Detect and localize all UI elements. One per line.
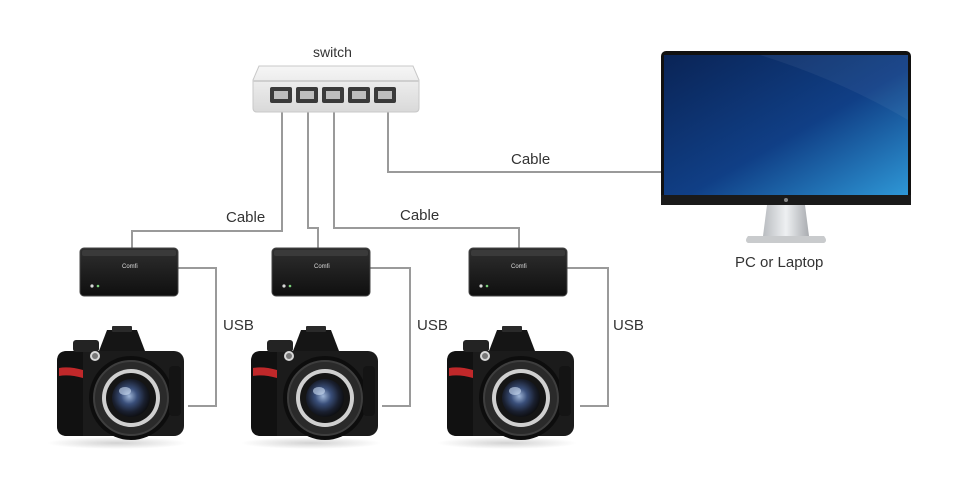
connection-lines: [131, 102, 663, 407]
usb-label-2: USB: [417, 317, 448, 334]
box-brand-1: Comfi: [122, 264, 138, 270]
cable-label-pc: Cable: [511, 151, 551, 168]
camera-2: [240, 325, 382, 450]
box-brand-2: Comfi: [314, 264, 330, 270]
cable-switch-to-box-2: [307, 102, 319, 250]
cable-label-box-1: Cable: [226, 209, 266, 226]
camera-1: [46, 325, 188, 450]
control-box-1: [79, 247, 179, 297]
control-box-2: [271, 247, 371, 297]
pc-label: PC or Laptop: [735, 254, 824, 271]
usb-label-1: USB: [223, 317, 254, 334]
control-box-3: [468, 247, 568, 297]
pc-monitor: [661, 51, 911, 243]
usb-cable-1: [177, 267, 217, 407]
cable-label-box-3: Cable: [400, 207, 440, 224]
monitor-stand: [763, 205, 809, 236]
cable-switch-to-pc: [387, 102, 663, 173]
usb-label-3: USB: [613, 317, 644, 334]
monitor-screen: [664, 55, 908, 195]
box-brand-3: Comfi: [511, 264, 527, 270]
camera-3: [436, 325, 578, 450]
network-switch: [252, 65, 420, 113]
cable-switch-to-box-3: [333, 102, 520, 250]
cable-switch-to-box-1: [131, 102, 283, 250]
switch-label: switch: [313, 44, 352, 60]
usb-cable-2: [368, 267, 411, 407]
usb-cable-3: [566, 267, 609, 407]
